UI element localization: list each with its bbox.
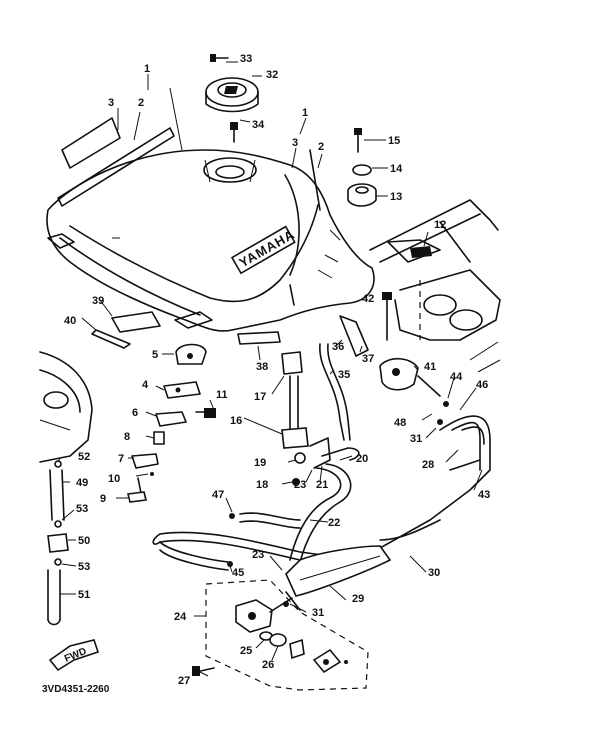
callout-50: 50: [78, 535, 90, 547]
callout-45: 45: [232, 567, 244, 579]
callout-26: 26: [262, 659, 274, 671]
tank-rear-mount-parts: [347, 128, 377, 207]
forward-direction-arrow: FWD: [48, 639, 100, 672]
callout-7: 7: [118, 453, 124, 465]
callout-33: 33: [240, 53, 252, 65]
callout-29: 29: [352, 593, 364, 605]
callout-18: 18: [256, 479, 268, 491]
fuel-cap-assembly: [205, 54, 259, 143]
callout-13: 13: [390, 191, 402, 203]
callout-31a: 31: [410, 433, 422, 445]
callout-53b: 53: [78, 561, 90, 573]
callout-34: 34: [252, 119, 265, 131]
callout-10: 10: [108, 473, 120, 485]
catalog-code: 3VD4351-2260: [42, 684, 110, 695]
callout-19: 19: [254, 457, 266, 469]
brand-mark-text: YAMAHA: [236, 226, 297, 270]
callout-17: 17: [254, 391, 266, 403]
callout-3b: 3: [292, 137, 298, 149]
callout-46: 46: [476, 379, 488, 391]
callout-1a: 1: [144, 63, 150, 75]
callout-9: 9: [100, 493, 106, 505]
decal-3: [61, 117, 121, 169]
callout-30: 30: [428, 567, 440, 579]
callout-28: 28: [422, 459, 434, 471]
callout-53a: 53: [76, 503, 88, 515]
callout-48: 48: [394, 417, 406, 429]
callout-27: 27: [178, 675, 190, 687]
callout-21: 21: [316, 479, 328, 491]
callout-47: 47: [212, 489, 224, 501]
callout-43: 43: [478, 489, 490, 501]
fuel-cock-subassembly: [192, 579, 369, 691]
callout-23a: 23: [294, 479, 306, 491]
callout-24: 24: [174, 611, 187, 623]
canister-and-pipes: [285, 415, 491, 611]
callout-11: 11: [216, 389, 228, 401]
callout-3a: 3: [108, 97, 114, 109]
callout-44: 44: [450, 371, 463, 383]
callout-31b: 31: [312, 607, 324, 619]
callout-20: 20: [356, 453, 368, 465]
callout-15: 15: [388, 135, 400, 147]
callout-22: 22: [328, 517, 340, 529]
callout-2a: 2: [138, 97, 144, 109]
left-frame-section: [39, 351, 93, 626]
callout-23b: 23: [252, 549, 264, 561]
callout-51: 51: [78, 589, 90, 601]
callout-25: 25: [240, 645, 252, 657]
callout-52: 52: [78, 451, 90, 463]
callout-4: 4: [142, 379, 149, 391]
brand-emblem: YAMAHA: [230, 225, 298, 275]
callout-8: 8: [124, 431, 130, 443]
callout-labels: 1 2 3 1 3 2 33 32 34 15 14 13 12 42 39 4…: [64, 53, 490, 687]
decal-2: [57, 127, 175, 207]
callout-2b: 2: [318, 141, 324, 153]
callout-37: 37: [362, 353, 374, 365]
fuel-cock-and-hoses: [237, 284, 369, 563]
callout-5: 5: [152, 349, 158, 361]
callout-35: 35: [338, 369, 350, 381]
callout-1b: 1: [302, 107, 308, 119]
callout-39: 39: [92, 295, 104, 307]
callout-41: 41: [424, 361, 436, 373]
callout-42: 42: [362, 293, 374, 305]
callout-40: 40: [64, 315, 76, 327]
callout-12: 12: [434, 219, 446, 231]
callout-38: 38: [256, 361, 268, 373]
frame-section: [369, 199, 501, 425]
left-small-parts: [91, 311, 216, 503]
callout-6: 6: [132, 407, 138, 419]
callout-36: 36: [332, 341, 344, 353]
callout-14: 14: [390, 163, 403, 175]
leader-lines: [57, 61, 483, 677]
callout-32: 32: [266, 69, 278, 81]
callout-16: 16: [230, 415, 242, 427]
callout-49: 49: [76, 477, 88, 489]
